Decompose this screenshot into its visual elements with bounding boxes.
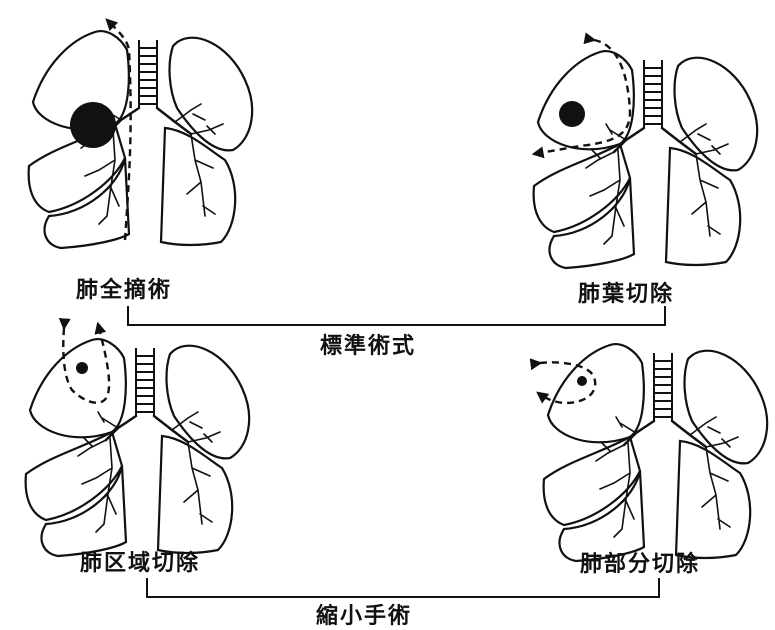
wedge-resection-label: 肺部分切除 [580, 546, 700, 578]
tumor-marker [76, 362, 88, 374]
segmentectomy-illustration [12, 318, 257, 568]
reduced-group-label: 縮小手術 [316, 598, 412, 630]
pneumonectomy-illustration [15, 10, 260, 260]
lobectomy-label: 肺葉切除 [578, 276, 674, 308]
reduced-bracket [146, 578, 660, 598]
wedge-resection-illustration [530, 323, 775, 573]
standard-group-label: 標準術式 [320, 328, 416, 360]
pneumonectomy-label: 肺全摘術 [76, 272, 172, 304]
tumor-marker [70, 102, 116, 148]
tumor-marker [577, 376, 587, 386]
segmentectomy-label: 肺区域切除 [80, 545, 200, 577]
tumor-marker [559, 101, 585, 127]
lobectomy-illustration [520, 30, 765, 280]
